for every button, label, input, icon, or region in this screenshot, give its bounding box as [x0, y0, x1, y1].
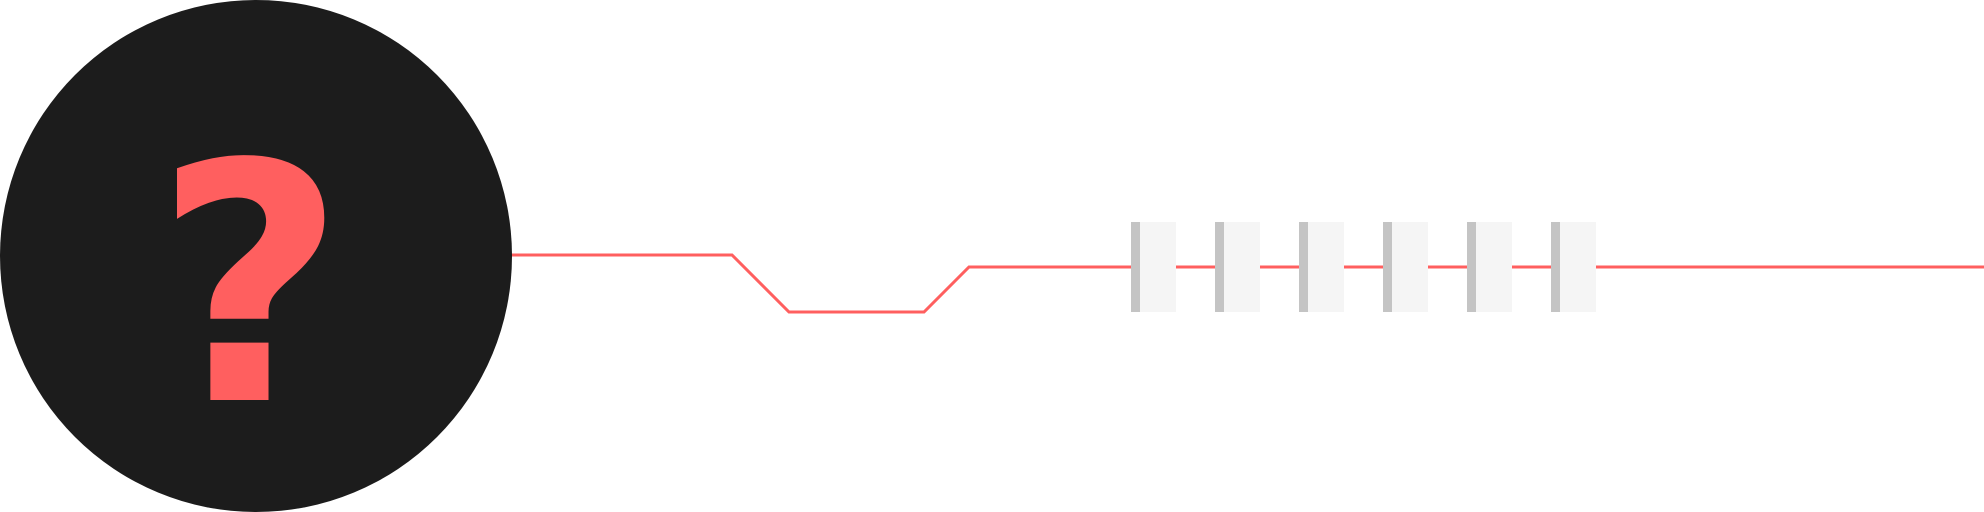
block-edge — [1131, 222, 1140, 312]
help-badge-circle — [0, 0, 512, 512]
block-edge — [1467, 222, 1476, 312]
block-edge — [1215, 222, 1224, 312]
block-4 — [1383, 222, 1428, 312]
block-2 — [1215, 222, 1260, 312]
help-badge: ? — [0, 0, 512, 512]
block-3 — [1299, 222, 1344, 312]
block-5 — [1467, 222, 1512, 312]
block-1 — [1131, 222, 1176, 312]
block-edge — [1551, 222, 1560, 312]
block-6 — [1551, 222, 1596, 312]
question-mark-icon: ? — [154, 94, 345, 478]
block-row — [1131, 222, 1596, 312]
block-edge — [1383, 222, 1392, 312]
block-edge — [1299, 222, 1308, 312]
